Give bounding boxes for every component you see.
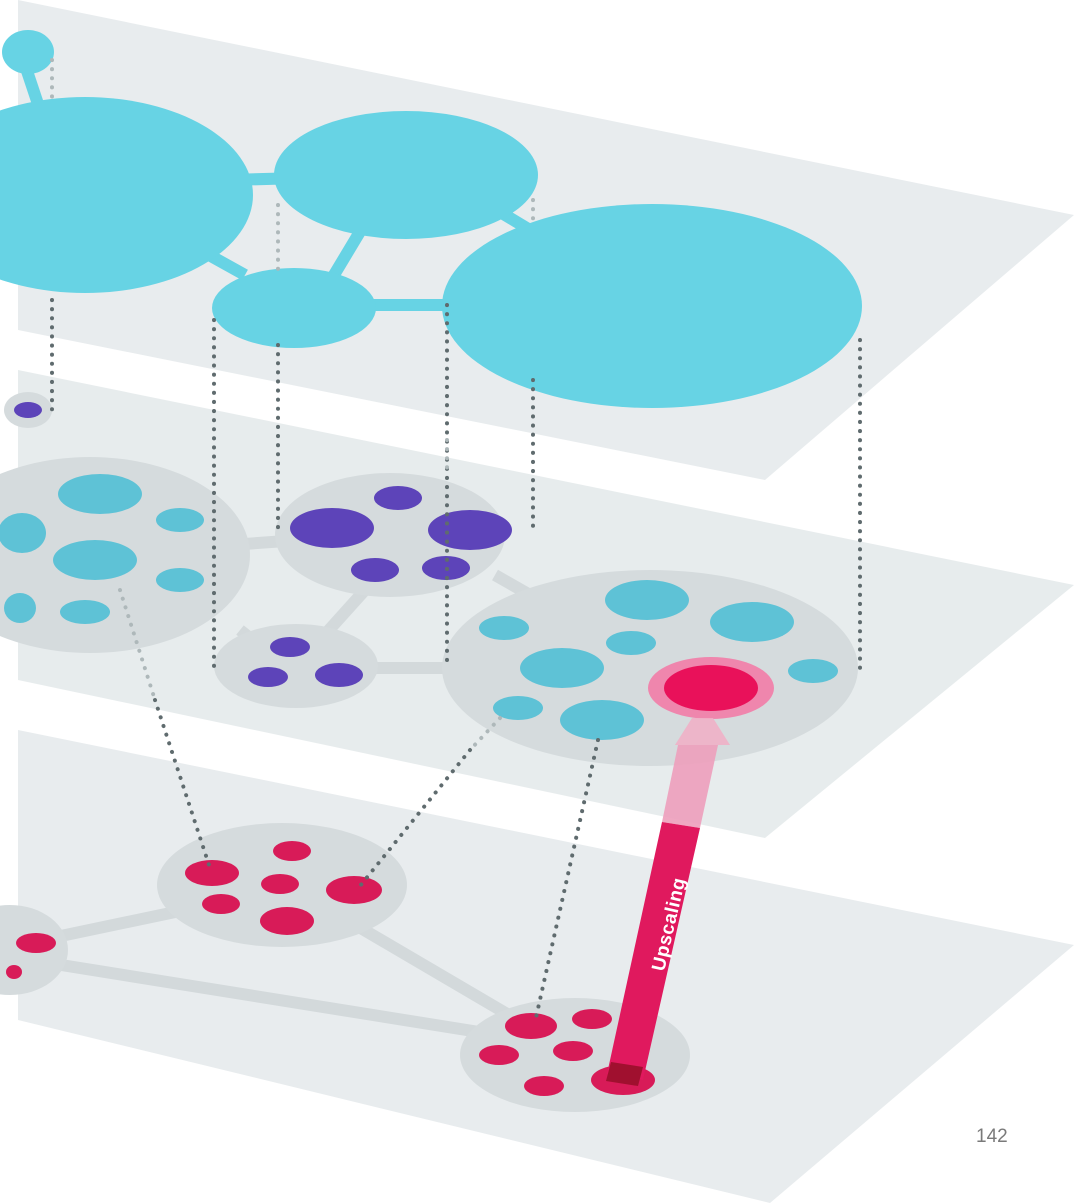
upscaling-arrow: Upscaling bbox=[606, 718, 730, 1086]
red-node bbox=[16, 933, 56, 953]
bottom-layer bbox=[0, 730, 1074, 1203]
middle-cluster-small bbox=[214, 624, 378, 708]
red-node bbox=[273, 841, 311, 861]
purple-node bbox=[351, 558, 399, 582]
upscaling-arrow-shaft-faded bbox=[662, 745, 718, 828]
purple-node bbox=[270, 637, 310, 657]
page-number: 142 bbox=[976, 1126, 1008, 1147]
purple-node bbox=[315, 663, 363, 687]
red-node bbox=[505, 1013, 557, 1039]
top-node-large-right bbox=[442, 204, 862, 408]
top-to-middle-connectors bbox=[50, 298, 862, 670]
cyan-node bbox=[493, 696, 543, 720]
cyan-node bbox=[560, 700, 644, 740]
cyan-node bbox=[53, 540, 137, 580]
cyan-node bbox=[156, 568, 204, 592]
top-node-small bbox=[2, 30, 54, 74]
red-node bbox=[326, 876, 382, 904]
red-node bbox=[553, 1041, 593, 1061]
red-node bbox=[202, 894, 240, 914]
cyan-node bbox=[0, 513, 46, 553]
cyan-node bbox=[58, 474, 142, 514]
upscaling-arrow-shaft bbox=[607, 822, 700, 1080]
middle-to-bottom-connectors bbox=[153, 698, 600, 1024]
cyan-node bbox=[479, 616, 529, 640]
top-layer bbox=[0, 0, 1074, 480]
cyan-node bbox=[606, 631, 656, 655]
middle-purple-nodes bbox=[14, 402, 512, 687]
top-node-large-left bbox=[0, 97, 253, 293]
purple-node bbox=[374, 486, 422, 510]
dotted-connectors bbox=[50, 58, 862, 1024]
purple-node bbox=[428, 510, 512, 550]
cyan-node bbox=[156, 508, 204, 532]
red-node bbox=[572, 1009, 612, 1029]
red-node bbox=[260, 907, 314, 935]
bottom-plane bbox=[18, 730, 1074, 1203]
cyan-node bbox=[788, 659, 838, 683]
middle-cyan-nodes bbox=[0, 474, 838, 740]
red-node bbox=[479, 1045, 519, 1065]
purple-node bbox=[14, 402, 42, 418]
purple-node bbox=[290, 508, 374, 548]
red-node bbox=[185, 860, 239, 886]
cyan-node bbox=[520, 648, 604, 688]
cyan-node bbox=[710, 602, 794, 642]
purple-node bbox=[248, 667, 288, 687]
upscaling-arrow-head bbox=[675, 718, 730, 745]
highlight-node bbox=[664, 665, 758, 711]
top-node-upper-center bbox=[274, 111, 538, 239]
cyan-node bbox=[605, 580, 689, 620]
red-node bbox=[261, 874, 299, 894]
middle-layer bbox=[0, 370, 1074, 838]
top-node-center bbox=[212, 268, 376, 348]
faint-connectors bbox=[50, 58, 535, 752]
red-node bbox=[6, 965, 22, 979]
cyan-node bbox=[60, 600, 110, 624]
red-node bbox=[524, 1076, 564, 1096]
cyan-node bbox=[4, 593, 36, 623]
upscaling-arrow-base bbox=[606, 1062, 643, 1086]
